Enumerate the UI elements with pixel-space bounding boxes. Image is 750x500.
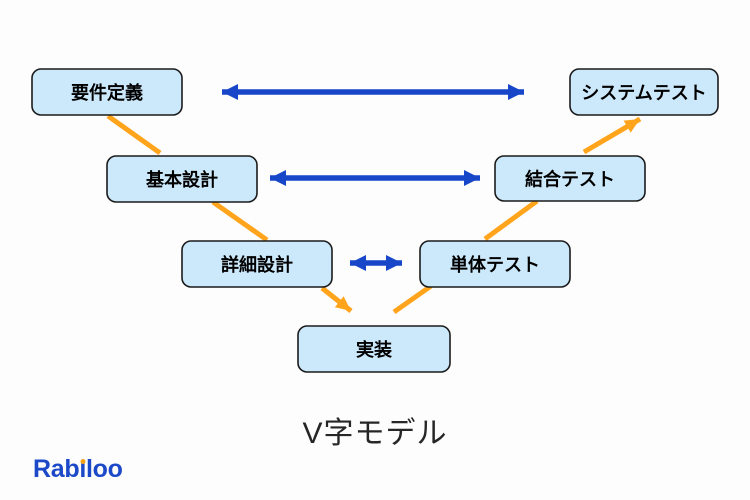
node-detailed-design: 詳細設計 bbox=[181, 240, 333, 288]
logo-i-dot-icon bbox=[80, 459, 86, 464]
node-label-detailed-design: 詳細設計 bbox=[221, 254, 293, 275]
flow-line-unit-test-to-integration-test bbox=[483, 198, 539, 242]
node-label-basic-design: 基本設計 bbox=[145, 169, 218, 190]
node-label-requirements-definition: 要件定義 bbox=[71, 82, 143, 103]
node-unit-test: 単体テスト bbox=[419, 240, 571, 288]
node-box-detailed-design bbox=[181, 240, 333, 288]
node-label-implementation: 実装 bbox=[356, 339, 392, 360]
node-box-system-test bbox=[569, 68, 719, 116]
node-label-integration-test: 結合テスト bbox=[525, 169, 615, 190]
flow-line-requirements-definition-to-basic-design bbox=[106, 113, 162, 156]
flow-line-integration-test-to-system-test bbox=[582, 116, 642, 155]
node-box-requirements-definition bbox=[31, 68, 183, 116]
logo-i-stem: ı bbox=[79, 455, 86, 483]
node-box-basic-design bbox=[106, 155, 258, 203]
node-integration-test: 結合テスト bbox=[494, 155, 646, 202]
node-requirements-definition: 要件定義 bbox=[31, 68, 183, 116]
node-box-integration-test bbox=[494, 155, 646, 202]
node-label-system-test: システムテスト bbox=[581, 83, 706, 103]
node-system-test: システムテスト bbox=[569, 68, 719, 116]
node-label-unit-test: 単体テスト bbox=[450, 254, 540, 275]
logo-text-part1: Rab bbox=[33, 455, 80, 483]
logo-text-part2: loo bbox=[86, 455, 123, 483]
node-box-implementation bbox=[297, 325, 451, 373]
node-implementation: 実装 bbox=[297, 325, 451, 373]
logo-letter-i: ı bbox=[79, 455, 86, 484]
flow-line-detailed-design-to-implementation bbox=[320, 286, 353, 313]
node-basic-design: 基本設計 bbox=[106, 155, 258, 203]
diagram-title: V字モデル bbox=[302, 417, 448, 450]
flow-line-basic-design-to-detailed-design bbox=[211, 199, 269, 243]
node-box-unit-test bbox=[419, 240, 571, 288]
flow-line-implementation-to-unit-test bbox=[392, 283, 433, 315]
